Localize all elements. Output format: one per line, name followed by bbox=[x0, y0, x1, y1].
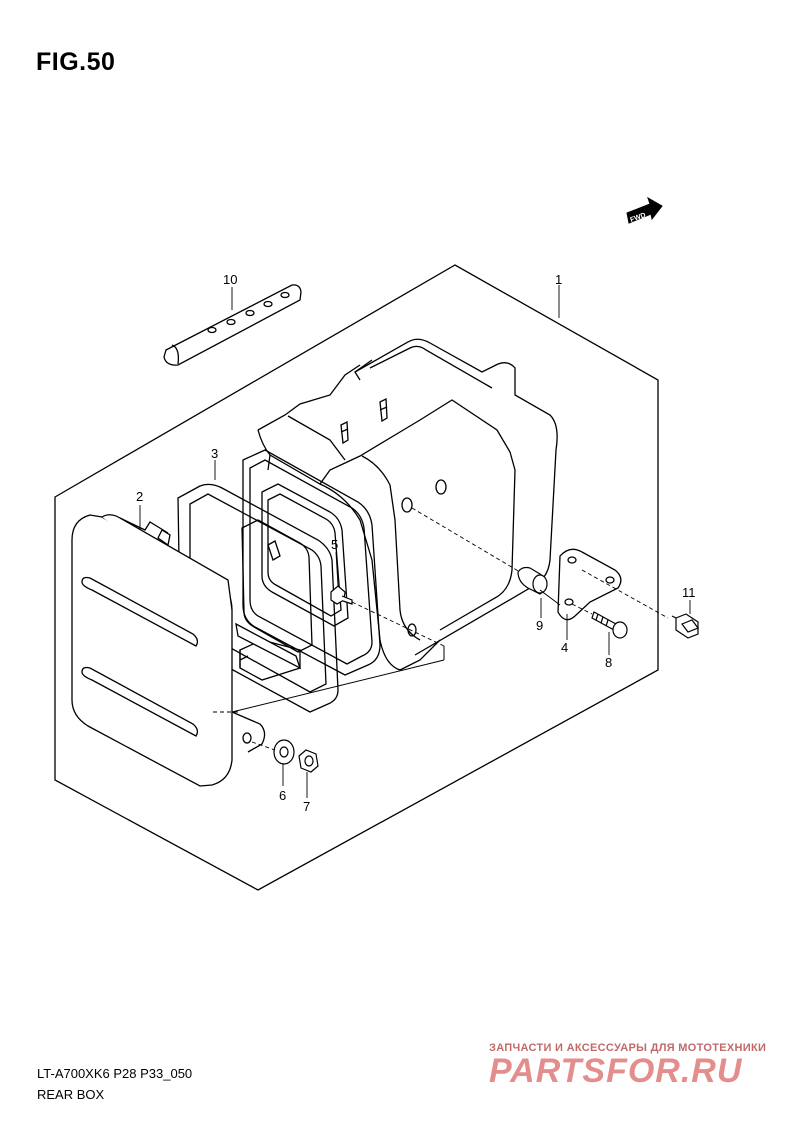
assembly-dashed-lines bbox=[213, 508, 668, 750]
callout-1: 1 bbox=[555, 272, 562, 287]
part-4-bracket bbox=[558, 549, 621, 619]
part-9-grommet bbox=[518, 568, 547, 595]
attachment-lines bbox=[232, 590, 560, 712]
part-1-box-body bbox=[240, 339, 557, 680]
part-3-gasket bbox=[243, 450, 380, 675]
model-code: LT-A700XK6 P28 P33_050 bbox=[37, 1066, 193, 1081]
part-7-nut bbox=[299, 750, 318, 772]
figure-title: FIG.50 bbox=[36, 48, 116, 76]
part-6-washer bbox=[274, 740, 294, 764]
callout-11: 11 bbox=[682, 585, 696, 600]
callout-4: 4 bbox=[561, 640, 568, 655]
part-5-screw bbox=[331, 586, 352, 604]
part-2-reflector bbox=[72, 515, 265, 786]
callout-9: 9 bbox=[536, 618, 543, 633]
part-11-bolt bbox=[672, 614, 698, 638]
fwd-arrow-icon: FWD bbox=[627, 198, 662, 224]
callout-7: 7 bbox=[303, 799, 310, 814]
callout-10: 10 bbox=[223, 272, 237, 287]
part-8-bolt bbox=[592, 612, 627, 638]
part-10-strap bbox=[164, 285, 301, 365]
watermark-tagline: ЗАПЧАСТИ И АКСЕССУАРЫ ДЛЯ МОТОТЕХНИКИ bbox=[489, 1042, 767, 1054]
callout-8: 8 bbox=[605, 655, 612, 670]
callout-5: 5 bbox=[331, 537, 338, 552]
leader-lines bbox=[140, 285, 690, 798]
part-group-name: REAR BOX bbox=[37, 1087, 105, 1102]
watermark-logo: PARTSFOR.RU bbox=[489, 1052, 743, 1090]
callout-2: 2 bbox=[136, 489, 143, 504]
assembly-boundary bbox=[55, 265, 658, 890]
callout-6: 6 bbox=[279, 788, 286, 803]
callout-3: 3 bbox=[211, 446, 218, 461]
